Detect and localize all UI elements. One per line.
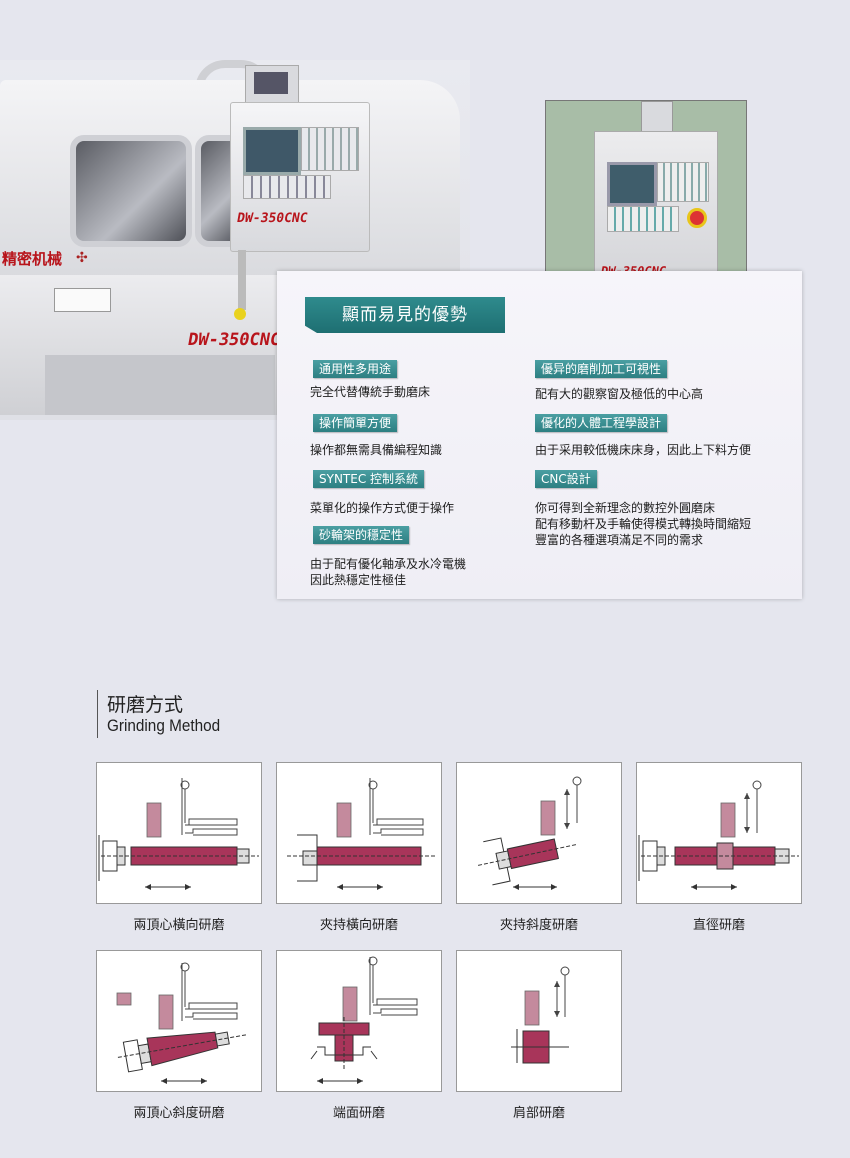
feature-text: 由于采用較低機床床身，因此上下料方便 bbox=[535, 443, 752, 457]
feature-label: 砂輪架的穩定性 bbox=[313, 526, 410, 544]
feature-text: 菜單化的操作方式便于操作 bbox=[310, 501, 455, 515]
readout-display bbox=[245, 65, 299, 107]
method-tile bbox=[276, 950, 442, 1092]
feature-label: 優异的磨削加工可視性 bbox=[535, 360, 668, 378]
control-panel: DW-350CNC bbox=[230, 102, 370, 252]
feature-text: 完全代替傳統手動磨床 bbox=[310, 385, 431, 399]
feature-text: 你可得到全新理念的數控外圓磨床 配有移動杆及手輪使得模式轉換時間縮短 豐富的各種… bbox=[535, 501, 752, 547]
shoulder-grinding-icon bbox=[511, 966, 570, 1064]
method-caption: 直徑研磨 bbox=[692, 918, 745, 933]
method-tile bbox=[96, 950, 262, 1092]
control-screen bbox=[243, 127, 301, 175]
brand-logo-icon: ✣ bbox=[76, 250, 88, 266]
section-title-en: Grinding Method bbox=[107, 716, 221, 735]
cabinet-readout bbox=[641, 101, 673, 133]
method-tile bbox=[456, 950, 622, 1092]
chuck-taper-icon bbox=[477, 776, 582, 890]
machine-base bbox=[45, 355, 275, 415]
advantages-panel: 顯而易見的優勢 通用性多用途 完全代替傳統手動磨床 操作簡單方便 操作都無需具備… bbox=[277, 271, 802, 599]
method-caption: 兩頂心斜度研磨 bbox=[133, 1106, 225, 1121]
machine-brand: 精密机械 bbox=[2, 250, 63, 268]
section-title-zh: 研磨方式 bbox=[107, 694, 184, 716]
feature-label: 優化的人體工程學設計 bbox=[535, 414, 668, 432]
section-divider bbox=[97, 690, 98, 738]
between-centers-traverse-icon bbox=[98, 778, 259, 890]
diameter-grinding-icon bbox=[638, 780, 799, 890]
panel-model: DW-350CNC bbox=[235, 211, 309, 226]
cabinet-screen bbox=[607, 162, 657, 206]
warning-label bbox=[54, 288, 111, 312]
method-tile bbox=[96, 762, 262, 904]
machine-window bbox=[70, 135, 192, 247]
feature-text: 由于配有優化軸承及水冷電機 因此熱穩定性極佳 bbox=[310, 557, 467, 587]
control-keypad bbox=[301, 127, 359, 171]
method-caption: 夾持斜度研磨 bbox=[499, 918, 578, 933]
between-centers-taper-icon bbox=[116, 962, 247, 1084]
advantages-title: 顯而易見的優勢 bbox=[305, 297, 505, 333]
machine-model: DW-350CNC bbox=[186, 330, 282, 350]
method-tile bbox=[276, 762, 442, 904]
feature-label: CNC設計 bbox=[535, 470, 597, 488]
face-grinding-icon bbox=[310, 956, 418, 1084]
control-buttons bbox=[243, 175, 331, 199]
panel-knob bbox=[234, 308, 246, 320]
panel-arm bbox=[238, 250, 246, 310]
feature-label: 操作簡單方便 bbox=[313, 414, 398, 432]
cabinet-keypad bbox=[657, 162, 709, 202]
feature-label: SYNTEC 控制系統 bbox=[313, 470, 425, 488]
chuck-traverse-icon bbox=[287, 778, 437, 890]
method-tile bbox=[636, 762, 802, 904]
method-caption: 肩部研磨 bbox=[512, 1106, 565, 1121]
method-tile bbox=[456, 762, 622, 904]
feature-label: 通用性多用途 bbox=[313, 360, 398, 378]
method-caption: 兩頂心橫向研磨 bbox=[133, 918, 225, 933]
cabinet-buttons bbox=[607, 206, 679, 232]
feature-text: 操作都無需具備編程知識 bbox=[310, 443, 443, 457]
feature-text: 配有大的觀察窗及極低的中心高 bbox=[535, 387, 704, 401]
machine-photo: 精密机械 ✣ DW-350CNC DW-350CNC bbox=[0, 60, 470, 420]
method-caption: 端面研磨 bbox=[332, 1106, 385, 1121]
emergency-stop-icon bbox=[687, 208, 707, 228]
method-caption: 夾持橫向研磨 bbox=[319, 918, 398, 933]
